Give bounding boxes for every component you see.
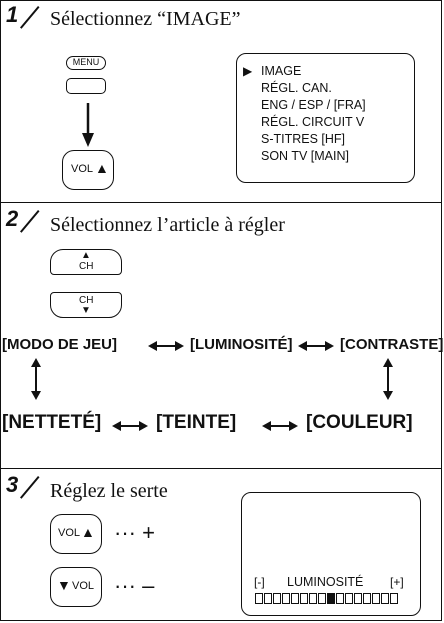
plus-indicator: ··· + [114, 520, 155, 545]
step-divider-icon [20, 476, 40, 499]
option-couleur: [COULEUR] [306, 412, 413, 433]
level-segment [255, 593, 263, 604]
level-segment [345, 593, 353, 604]
onscreen-level-display: [-] LUMINOSITÉ [+] [241, 492, 421, 616]
level-segment [282, 593, 290, 604]
menu-button[interactable]: MENU [58, 56, 114, 96]
step-number: 3 [6, 472, 19, 497]
osd-plus-label: [+] [390, 575, 404, 589]
ch-label: CH [79, 261, 94, 272]
triangle-up-icon: ▲ [81, 524, 95, 540]
step-title: Réglez le serte [50, 480, 168, 502]
osd-title: LUMINOSITÉ [287, 575, 364, 589]
level-segment [372, 593, 380, 604]
level-segment [264, 593, 272, 604]
ch-down-button[interactable]: CH ▼ [50, 292, 122, 318]
option-nettete: [NETTETÉ] [2, 412, 102, 433]
menu-item: SON TV [MAIN] [261, 149, 349, 163]
vertical-double-arrow-icon [383, 358, 393, 400]
menu-item: ENG / ESP / [FRA] [261, 98, 366, 112]
vol-up-button[interactable]: VOL ▲ [50, 514, 102, 554]
step-3: 3 Réglez le serte VOL ▲ ··· + ▼ VOL ··· … [0, 470, 442, 620]
vol-label: VOL [58, 527, 81, 539]
step-divider-icon [20, 210, 40, 233]
step-number: 2 [6, 206, 19, 231]
double-arrow-icon [148, 341, 184, 351]
option-luminosite: [LUMINOSITÉ] [190, 336, 293, 353]
triangle-up-icon: ▲ [95, 160, 109, 176]
option-teinte: [TEINTE] [156, 412, 237, 433]
level-segment [390, 593, 398, 604]
level-segment [273, 593, 281, 604]
menu-item: RÉGL. CAN. [261, 81, 332, 95]
osd-minus-label: [-] [254, 575, 265, 589]
double-arrow-icon [298, 341, 334, 351]
level-segment [291, 593, 299, 604]
arrow-down-icon [82, 103, 94, 147]
vertical-double-arrow-icon [31, 358, 41, 400]
option-contraste: [CONTRASTE] [340, 336, 444, 353]
level-bar [255, 593, 399, 606]
level-segment [309, 593, 317, 604]
triangle-up-icon: ▲ [81, 250, 91, 261]
vol-down-button[interactable]: ▼ VOL [50, 567, 102, 607]
vol-up-button[interactable]: VOL ▲ [62, 150, 114, 190]
level-segment [318, 593, 326, 604]
onscreen-menu: ▶ IMAGE RÉGL. CAN. ENG / ESP / [FRA] RÉG… [236, 53, 415, 183]
step-title: Sélectionnez l’article à régler [50, 214, 285, 236]
step-number: 1 [6, 2, 19, 27]
triangle-down-icon: ▼ [57, 577, 71, 593]
menu-cursor-icon: ▶ [243, 64, 253, 78]
step-separator [0, 202, 442, 203]
level-segment [381, 593, 389, 604]
level-segment [354, 593, 362, 604]
vol-label: VOL [71, 163, 94, 175]
double-arrow-icon [112, 421, 148, 431]
step-divider-icon [20, 6, 40, 29]
menu-button-label: MENU [72, 57, 100, 67]
menu-item: S-TITRES [HF] [261, 132, 346, 146]
ch-up-button[interactable]: ▲ CH [50, 249, 122, 275]
step-separator [0, 468, 442, 469]
ch-label: CH [79, 295, 94, 306]
vol-label: VOL [72, 580, 95, 592]
level-segment [300, 593, 308, 604]
level-marker [327, 593, 335, 604]
triangle-down-icon: ▼ [81, 305, 91, 316]
menu-item: IMAGE [261, 64, 302, 78]
level-segment [336, 593, 344, 604]
step-title: Sélectionnez “IMAGE” [50, 8, 241, 30]
step-1: 1 Sélectionnez “IMAGE” MENU VOL ▲ ▶ IMAG… [0, 0, 442, 200]
menu-item: RÉGL. CIRCUIT V [261, 115, 365, 129]
level-segment [363, 593, 371, 604]
option-modo-de-jeu: [MODO DE JEU] [2, 336, 118, 353]
minus-indicator: ··· – [114, 573, 155, 598]
double-arrow-icon [262, 421, 298, 431]
step-2: 2 Sélectionnez l’article à régler ▲ CH C… [0, 204, 444, 468]
